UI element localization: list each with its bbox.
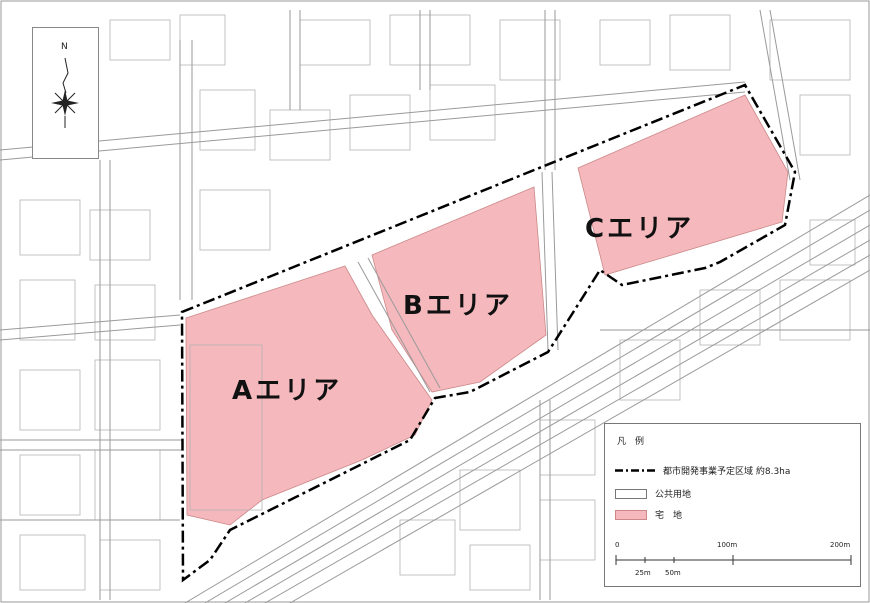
legend-item-label: 都市開発事業予定区域 約8.3ha — [663, 467, 791, 477]
compass-box: N — [32, 27, 99, 159]
area-c-label: Cエリア — [585, 214, 695, 244]
north-label: N — [61, 42, 68, 52]
area-b-label: Bエリア — [403, 291, 513, 321]
legend-title: 凡 例 — [617, 437, 645, 447]
scale-label-25: 25m — [635, 569, 651, 577]
area-b-polygon — [371, 186, 547, 393]
scale-bar — [615, 555, 852, 565]
boundary-line-icon — [615, 469, 655, 472]
legend-box: 凡 例 都市開発事業予定区域 約8.3ha 公共用地 宅 地 0 100m 20… — [604, 423, 861, 587]
railway-tracks — [184, 194, 870, 603]
compass-rose-icon — [51, 57, 79, 128]
public-land-swatch — [615, 488, 647, 499]
area-a-label: Aエリア — [232, 376, 343, 406]
residential-swatch — [615, 509, 647, 520]
area-a-building — [189, 344, 263, 511]
road-network — [0, 9, 870, 600]
scale-label-200: 200m — [830, 541, 851, 549]
project-boundary — [180, 83, 797, 583]
internal-road — [541, 171, 559, 351]
scale-label-100: 100m — [717, 541, 738, 549]
scale-label-50: 50m — [665, 569, 681, 577]
building-outlines — [19, 14, 856, 591]
internal-road — [357, 257, 441, 393]
legend-item-residential: 宅 地 — [615, 508, 682, 521]
legend-item-label: 公共用地 — [655, 490, 692, 500]
legend-item-public: 公共用地 — [615, 487, 691, 500]
scale-label-0: 0 — [615, 541, 620, 549]
area-a-polygon — [185, 265, 433, 526]
legend-item-boundary: 都市開発事業予定区域 約8.3ha — [615, 464, 790, 477]
area-c-polygon — [577, 94, 789, 276]
legend-item-label: 宅 地 — [655, 511, 683, 521]
